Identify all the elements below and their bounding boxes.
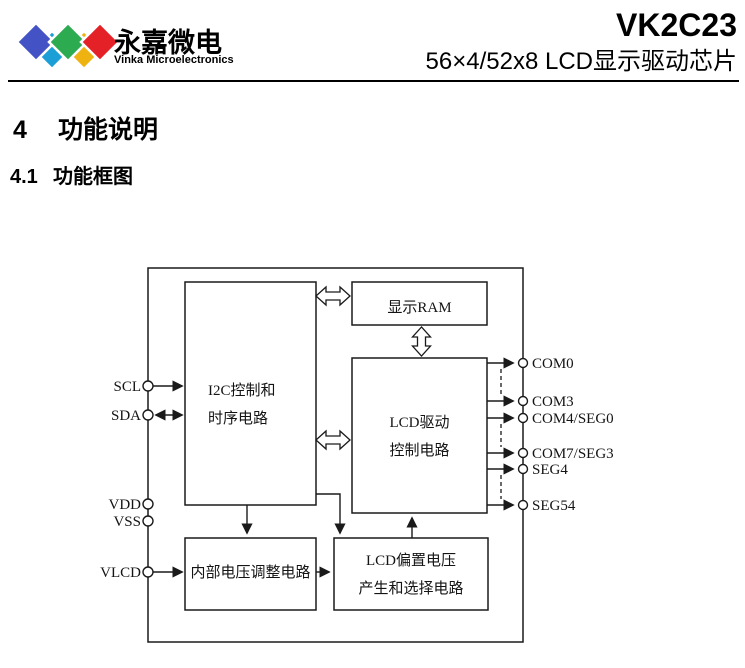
block-voltage-regulator-label: 内部电压调整电路 xyxy=(190,564,310,581)
part-number: VK2C23 xyxy=(616,7,737,43)
pin-com7seg3 xyxy=(517,447,529,459)
logo-diamond-green xyxy=(47,21,89,63)
pin-label-com4seg0: COM4/SEG0 xyxy=(532,411,614,427)
pin-seg4 xyxy=(517,463,529,475)
block-bias-generator xyxy=(333,537,489,611)
vinka-logo xyxy=(15,21,121,71)
brand-name: 永嘉微电 xyxy=(114,28,222,58)
pin-label-seg4: SEG4 xyxy=(532,462,568,478)
pin-vdd xyxy=(142,498,154,510)
subsection-title: 功能框图 xyxy=(53,166,133,188)
section-title: 功能说明 xyxy=(58,116,159,144)
subsection-heading: 4.1 功能框图 xyxy=(10,160,133,189)
pin-label-vlcd: VLCD xyxy=(100,565,141,581)
logo-diamond-blue xyxy=(15,21,57,63)
pin-vlcd xyxy=(142,566,154,578)
bus-arrow-ram-lcd xyxy=(411,326,432,357)
block-display-ram-label: 显示RAM xyxy=(387,300,451,316)
block-display-ram xyxy=(351,281,488,326)
pin-label-sda: SDA xyxy=(111,408,141,424)
arrow-i2c-to-bias xyxy=(316,493,346,535)
section-heading: 4 功能说明 xyxy=(13,110,158,146)
pin-label-scl: SCL xyxy=(113,379,141,395)
subsection-number: 4.1 xyxy=(10,166,38,188)
block-bias-generator-label-line1: LCD偏置电压 xyxy=(366,552,456,569)
pin-label-com0: COM0 xyxy=(532,356,574,372)
block-lcd-driver-label-line1: LCD驱动 xyxy=(389,414,449,431)
block-bias-generator-label-line2: 产生和选择电路 xyxy=(358,580,463,597)
pin-com4seg0 xyxy=(517,412,529,424)
brand-subtitle: Vinka Microelectronics xyxy=(114,54,234,66)
pin-label-com3: COM3 xyxy=(532,394,574,410)
pin-seg54 xyxy=(517,499,529,511)
block-lcd-driver-label-line2: 控制电路 xyxy=(389,442,449,459)
block-voltage-regulator xyxy=(184,537,317,611)
chip-subtitle: 56×4/52x8 LCD显示驱动芯片 xyxy=(425,48,737,75)
pin-vss xyxy=(142,515,154,527)
pin-scl xyxy=(142,380,154,392)
block-i2c-label-line2: 时序电路 xyxy=(208,410,268,427)
pin-com3 xyxy=(517,395,529,407)
pin-sda xyxy=(142,409,154,421)
pin-label-vss: VSS xyxy=(113,514,141,530)
block-i2c xyxy=(184,281,317,506)
pin-com0 xyxy=(517,357,529,369)
pin-label-seg54: SEG54 xyxy=(532,498,576,514)
pin-label-com7seg3: COM7/SEG3 xyxy=(532,446,614,462)
bus-arrow-i2c-lcd xyxy=(315,429,351,451)
header-divider xyxy=(8,80,739,82)
bus-arrow-i2c-ram xyxy=(315,285,351,307)
block-lcd-driver xyxy=(351,357,488,514)
block-i2c-label-line1: I2C控制和 xyxy=(208,382,276,399)
section-number: 4 xyxy=(13,116,27,144)
logo-diamond-red xyxy=(79,21,121,63)
pin-label-vdd: VDD xyxy=(109,497,142,513)
